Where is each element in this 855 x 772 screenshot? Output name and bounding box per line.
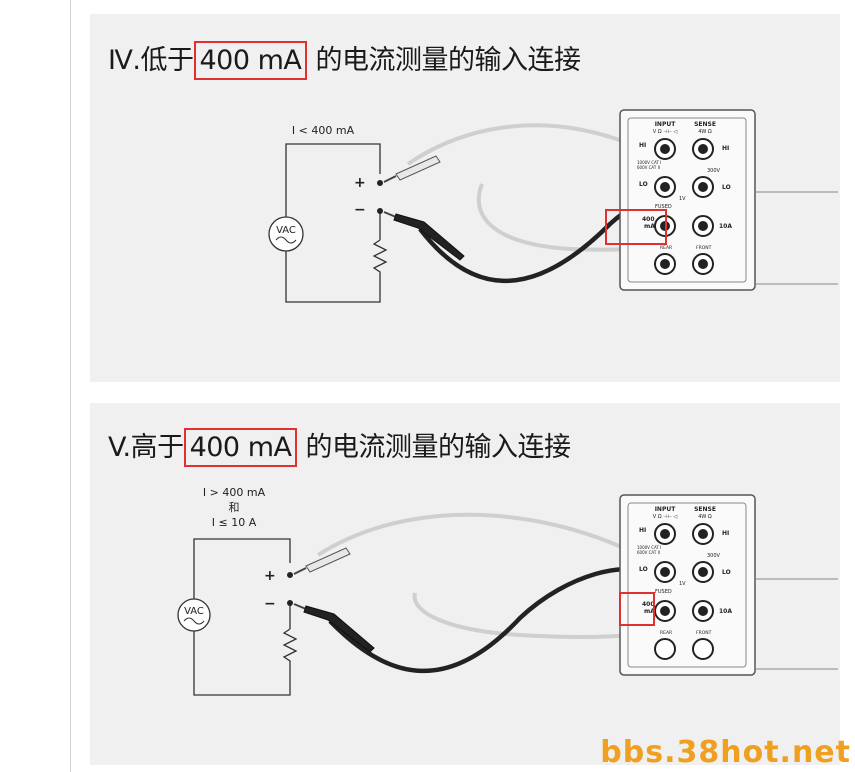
ac-source bbox=[268, 216, 304, 252]
svg-text:1V: 1V bbox=[679, 581, 686, 587]
svg-text:LO: LO bbox=[639, 566, 648, 573]
black-probe bbox=[293, 603, 375, 653]
black-probe bbox=[383, 211, 465, 261]
svg-text:300V: 300V bbox=[707, 168, 721, 174]
svg-text:LO: LO bbox=[722, 569, 731, 576]
connection-diagram: VAC I > 400 mA 和 I ≤ 10 A + − INPUT V Ω … bbox=[177, 486, 838, 696]
svg-text:1000V CAT I: 1000V CAT I bbox=[637, 160, 661, 165]
title-prefix: V.高于 bbox=[108, 432, 184, 463]
meter-panel: INPUT V Ω ⊣⊢ ◁ SENSE 4W Ω HI HI LO LO 10… bbox=[619, 109, 838, 291]
circuit-wire-top bbox=[285, 143, 381, 224]
svg-text:LO: LO bbox=[639, 181, 648, 188]
title-suffix: 的电流测量的输入连接 bbox=[297, 432, 572, 463]
svg-text:HI: HI bbox=[722, 145, 729, 152]
current-label: I < 400 mA bbox=[292, 124, 355, 137]
svg-text:mA: mA bbox=[644, 608, 655, 615]
highlight-400ma-terminal bbox=[605, 209, 667, 245]
svg-text:4W Ω: 4W Ω bbox=[698, 514, 712, 520]
source-label: VAC bbox=[276, 225, 296, 236]
title-highlight: 400 mA bbox=[183, 428, 298, 467]
title-suffix: 的电流测量的输入连接 bbox=[307, 45, 581, 76]
svg-text:1V: 1V bbox=[679, 196, 686, 202]
svg-text:FUSED: FUSED bbox=[655, 204, 672, 210]
meter-panel: INPUT V Ω ⊣⊢ ◁ SENSE 4W Ω HI HI LO LO 10… bbox=[619, 494, 838, 676]
ac-wave-icon bbox=[275, 236, 297, 244]
svg-text:1000V CAT I: 1000V CAT I bbox=[637, 545, 661, 550]
svg-text:FRONT: FRONT bbox=[696, 245, 712, 251]
svg-text:INPUT: INPUT bbox=[655, 506, 677, 513]
minus-terminal bbox=[287, 600, 293, 606]
minus-terminal-label: − bbox=[264, 596, 276, 612]
current-label-line-3: I ≤ 10 A bbox=[212, 516, 257, 529]
resistor bbox=[282, 603, 298, 668]
svg-text:V Ω ⊣⊢ ◁: V Ω ⊣⊢ ◁ bbox=[653, 514, 678, 520]
svg-text:V Ω ⊣⊢ ◁: V Ω ⊣⊢ ◁ bbox=[653, 129, 678, 135]
resistor bbox=[372, 212, 388, 279]
svg-text:4W Ω: 4W Ω bbox=[698, 129, 712, 135]
svg-text:10A: 10A bbox=[719, 223, 732, 230]
svg-text:SENSE: SENSE bbox=[694, 121, 716, 128]
svg-text:400: 400 bbox=[642, 601, 655, 608]
page-divider-line bbox=[70, 0, 71, 772]
site-watermark: bbs.38hot.net bbox=[600, 735, 851, 770]
minus-terminal bbox=[377, 208, 383, 214]
svg-text:300V: 300V bbox=[707, 553, 721, 559]
ac-wave-icon bbox=[183, 617, 205, 625]
circuit-wire-bottom bbox=[193, 631, 291, 696]
svg-text:FRONT: FRONT bbox=[696, 630, 712, 636]
svg-text:LO: LO bbox=[722, 184, 731, 191]
title-highlight: 400 mA bbox=[193, 41, 308, 80]
svg-text:SENSE: SENSE bbox=[694, 506, 716, 513]
source-label: VAC bbox=[184, 606, 204, 617]
connection-diagram: VAC I < 400 mA + − INPUT V Ω ⊣⊢ ◁ SENSE … bbox=[268, 109, 838, 303]
title-prefix: Ⅳ.低于 bbox=[108, 45, 194, 76]
svg-text:HI: HI bbox=[639, 527, 646, 534]
svg-text:HI: HI bbox=[722, 530, 729, 537]
circuit-wire-bottom bbox=[285, 244, 381, 303]
svg-text:REAR: REAR bbox=[660, 630, 672, 636]
plus-terminal-label: + bbox=[264, 568, 276, 584]
svg-text:REAR: REAR bbox=[660, 245, 672, 251]
red-probe bbox=[293, 547, 351, 575]
svg-text:mA: mA bbox=[644, 223, 655, 230]
highlight-400ma-terminal bbox=[619, 592, 655, 626]
svg-text:INPUT: INPUT bbox=[655, 121, 677, 128]
current-label-line-2: 和 bbox=[229, 501, 240, 514]
plus-terminal bbox=[377, 180, 383, 186]
svg-text:400: 400 bbox=[642, 216, 655, 223]
minus-terminal-label: − bbox=[354, 202, 366, 218]
svg-text:HI: HI bbox=[639, 142, 646, 149]
plus-terminal-label: + bbox=[354, 175, 366, 191]
svg-text:FUSED: FUSED bbox=[655, 589, 672, 595]
svg-text:600V CAT II: 600V CAT II bbox=[637, 165, 660, 170]
circuit-wire-top bbox=[193, 538, 291, 599]
black-test-lead-wire bbox=[328, 566, 642, 674]
svg-text:10A: 10A bbox=[719, 608, 732, 615]
current-label-line-1: I > 400 mA bbox=[203, 486, 266, 499]
plus-terminal bbox=[287, 572, 293, 578]
red-probe bbox=[383, 155, 441, 183]
svg-text:600V CAT II: 600V CAT II bbox=[637, 550, 660, 555]
